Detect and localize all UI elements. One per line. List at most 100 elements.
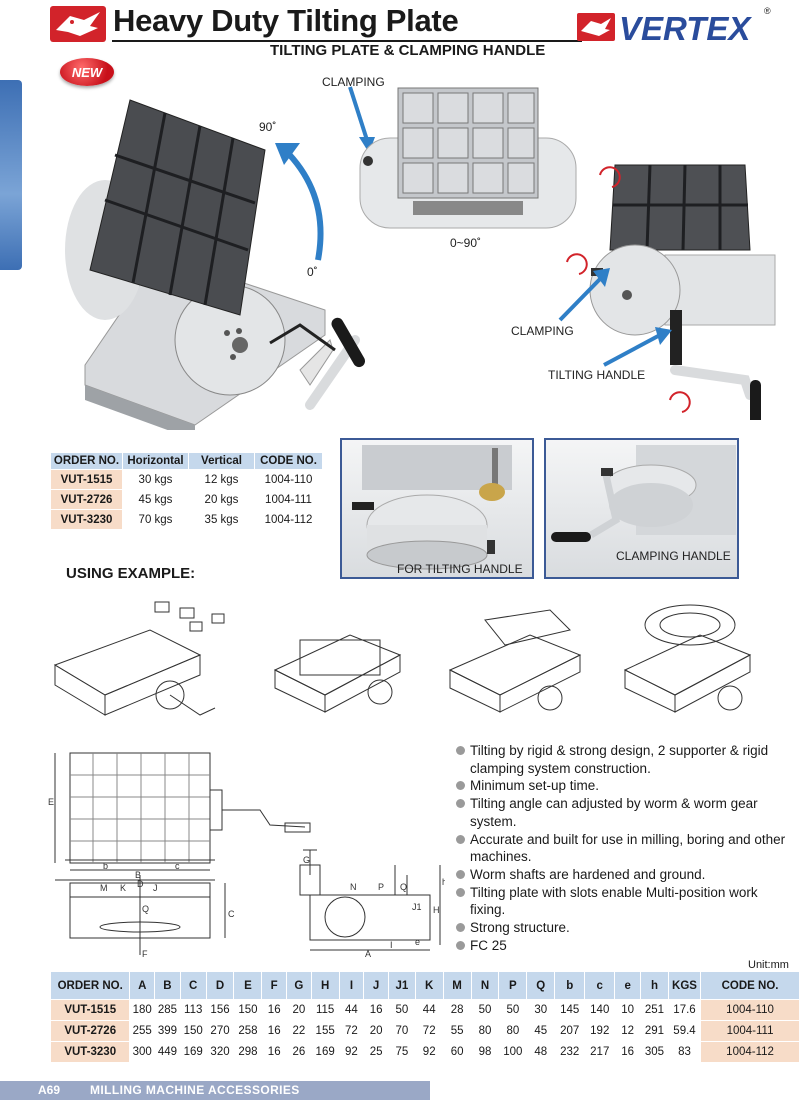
dim-D-label: D (137, 879, 144, 889)
horizontal-cell: 30 kgs (122, 469, 189, 490)
column-header: M (442, 971, 472, 1000)
dimension-cell: 16 (261, 999, 288, 1021)
dimension-cell: 305 (640, 1041, 669, 1063)
dimension-cell: 12 (614, 1020, 642, 1042)
feature-item: Minimum set-up time. (454, 777, 794, 795)
dimension-cell: 180 (129, 999, 156, 1021)
tilting-handle-detail-image (352, 445, 512, 570)
column-header: Q (526, 971, 556, 1000)
column-header: C (179, 971, 207, 1000)
dimension-cell: 16 (261, 1041, 288, 1063)
dimension-cell: 83 (667, 1041, 702, 1063)
dimension-cell: 50 (498, 999, 528, 1021)
feature-item: Tilting angle can adjusted by worm & wor… (454, 795, 794, 830)
order-no-cell: VUT-1515 (49, 999, 131, 1021)
title-underline (112, 40, 582, 42)
column-header: h (640, 971, 669, 1000)
page-subtitle: TILTING PLATE & CLAMPING HANDLE (270, 42, 546, 59)
dimension-cell: 232 (554, 1041, 586, 1063)
order-no-cell: VUT-3230 (50, 509, 123, 530)
eagle-logo (50, 6, 106, 42)
dimension-cell: 92 (338, 1041, 365, 1063)
dimension-cell: 399 (154, 1020, 181, 1042)
code-no-cell: 1004-111 (254, 489, 323, 510)
dimension-cell: 145 (554, 999, 586, 1021)
dimension-cell: 72 (338, 1020, 365, 1042)
using-example-drawings (53, 601, 752, 716)
dim-G-label: G (303, 855, 310, 865)
dim-H-label: H (433, 905, 440, 915)
column-header: E (233, 971, 263, 1000)
vertical-cell: 12 kgs (188, 469, 255, 490)
column-header: CODE NO. (700, 971, 800, 1000)
tilting-handle-label: TILTING HANDLE (548, 368, 646, 382)
dim-E-label: E (48, 797, 54, 807)
dim-F-label: F (142, 949, 148, 959)
horizontal-cell: 70 kgs (122, 509, 189, 530)
brand-name: VERTEX (619, 10, 752, 45)
dimension-cell: 169 (310, 1041, 340, 1063)
column-header: ORDER NO. (49, 971, 131, 1000)
feature-list: Tilting by rigid & strong design, 2 supp… (454, 742, 794, 954)
dimension-cell: 113 (179, 999, 207, 1021)
clamping-label-right: CLAMPING (511, 324, 574, 338)
code-no-cell: 1004-111 (700, 1020, 800, 1042)
dimension-cell: 251 (640, 999, 669, 1021)
vertex-logo: VERTEX (577, 10, 752, 45)
dimension-cell: 25 (363, 1041, 389, 1063)
dim-A-label: A (365, 949, 371, 959)
dimension-cell: 16 (614, 1041, 642, 1063)
vertical-cell: 20 kgs (188, 489, 255, 510)
column-header: N (470, 971, 500, 1000)
using-example-heading: USING EXAMPLE: (66, 565, 196, 582)
feature-item: Worm shafts are hardened and ground. (454, 866, 794, 884)
dimension-cell: 60 (442, 1041, 472, 1063)
for-tilting-handle-label: FOR TILTING HANDLE (397, 562, 523, 576)
column-header: D (205, 971, 235, 1000)
header-horizontal: Horizontal (122, 452, 189, 470)
dim-B-label: B (135, 870, 141, 880)
dimension-cell: 72 (414, 1020, 444, 1042)
new-badge: NEW (60, 58, 114, 86)
dimension-cell: 70 (387, 1020, 416, 1042)
crank-handle-photo (305, 317, 365, 410)
feature-item: Tilting by rigid & strong design, 2 supp… (454, 742, 794, 777)
dim-N-label: N (350, 882, 357, 892)
column-header: H (310, 971, 340, 1000)
dim-c-label: c (175, 861, 180, 871)
dim-h-label: h (442, 877, 445, 887)
dimension-cell: 300 (129, 1041, 156, 1063)
dimension-cell: 255 (129, 1020, 156, 1042)
column-header: A (129, 971, 156, 1000)
dimension-cell: 20 (363, 1020, 389, 1042)
order-no-cell: VUT-2726 (49, 1020, 131, 1042)
table-row: VUT-1515 30 kgs 12 kgs 1004-110 (50, 469, 323, 490)
feature-item: FC 25 (454, 937, 794, 955)
dimension-cell: 30 (526, 999, 556, 1021)
tilting-plate-photo (65, 99, 336, 430)
column-header: K (414, 971, 444, 1000)
dim-P-label: P (378, 882, 384, 892)
dimension-cell: 17.6 (667, 999, 702, 1021)
tilting-handle-detail-photo (340, 438, 534, 579)
dimension-cell: 192 (584, 1020, 616, 1042)
table-row: VUT-2726 45 kgs 20 kgs 1004-111 (50, 489, 323, 510)
angle-0-label: 0˚ (307, 265, 318, 279)
dimension-cell: 50 (470, 999, 500, 1021)
dimension-cell: 291 (640, 1020, 669, 1042)
order-no-cell: VUT-3230 (49, 1041, 131, 1063)
clamping-handle-label: CLAMPING HANDLE (616, 549, 731, 563)
dim-b-label: b (103, 861, 108, 871)
unit-label: Unit:mm (748, 959, 789, 971)
header-order-no: ORDER NO. (50, 452, 123, 470)
registered-mark: ® (764, 6, 771, 16)
dimension-cell: 48 (526, 1041, 556, 1063)
feature-item: Tilting plate with slots enable Multi-po… (454, 884, 794, 919)
vertical-cell: 35 kgs (188, 509, 255, 530)
clamping-arrow-top-icon (348, 86, 375, 153)
